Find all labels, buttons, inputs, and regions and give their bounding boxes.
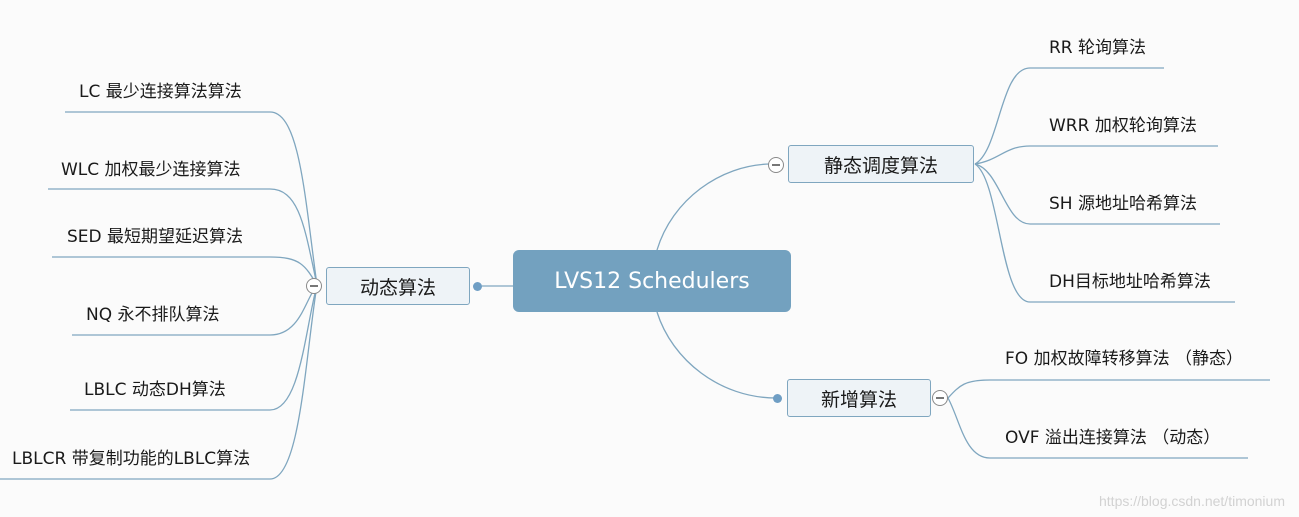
- link-dynamic-6: [0, 284, 318, 480]
- link-added-1: [947, 379, 1270, 399]
- link-static-3: [974, 163, 1220, 225]
- collapse-added-icon[interactable]: [932, 390, 948, 406]
- branch-static[interactable]: 静态调度算法: [788, 145, 974, 183]
- root-node[interactable]: LVS12 Schedulers: [513, 250, 791, 312]
- connector-dot-added: [773, 394, 782, 403]
- connector-dot-dynamic: [473, 282, 482, 291]
- link-static-2: [974, 145, 1218, 165]
- link-static-1: [974, 67, 1164, 165]
- static-item-2[interactable]: WRR 加权轮询算法: [1049, 116, 1197, 136]
- dynamic-item-6[interactable]: LBLCR 带复制功能的LBLC算法: [12, 449, 251, 469]
- dynamic-item-1[interactable]: LC 最少连接算法算法: [79, 82, 242, 102]
- link-added-2: [947, 397, 1248, 459]
- watermark: https://blog.csdn.net/timonium: [1099, 493, 1285, 509]
- root-label: LVS12 Schedulers: [554, 268, 750, 294]
- link-dynamic-5: [70, 284, 318, 411]
- collapse-static-icon[interactable]: [768, 157, 784, 173]
- link-static-4: [974, 163, 1235, 303]
- static-item-1[interactable]: RR 轮询算法: [1049, 38, 1147, 58]
- dynamic-item-2[interactable]: WLC 加权最少连接算法: [61, 160, 241, 180]
- collapse-dynamic-icon[interactable]: [306, 278, 322, 294]
- branch-dynamic[interactable]: 动态算法: [326, 267, 470, 305]
- link-root-added: [656, 311, 777, 399]
- added-item-1[interactable]: FO 加权故障转移算法 （静态）: [1005, 349, 1243, 369]
- link-dynamic-3: [52, 256, 318, 286]
- branch-added-label: 新增算法: [820, 388, 897, 411]
- branch-dynamic-label: 动态算法: [359, 276, 436, 299]
- dynamic-item-3[interactable]: SED 最短期望延迟算法: [67, 227, 244, 247]
- branch-static-label: 静态调度算法: [823, 154, 938, 177]
- added-item-2[interactable]: OVF 溢出连接算法 （动态）: [1005, 428, 1221, 448]
- link-dynamic-1: [65, 111, 318, 286]
- static-item-4[interactable]: DH目标地址哈希算法: [1049, 272, 1211, 292]
- dynamic-item-5[interactable]: LBLC 动态DH算法: [84, 380, 226, 400]
- static-item-3[interactable]: SH 源地址哈希算法: [1049, 194, 1197, 214]
- branch-added[interactable]: 新增算法: [787, 379, 931, 417]
- dynamic-item-4[interactable]: NQ 永不排队算法: [86, 305, 220, 325]
- link-root-static: [656, 163, 771, 251]
- link-dynamic-2: [48, 188, 318, 286]
